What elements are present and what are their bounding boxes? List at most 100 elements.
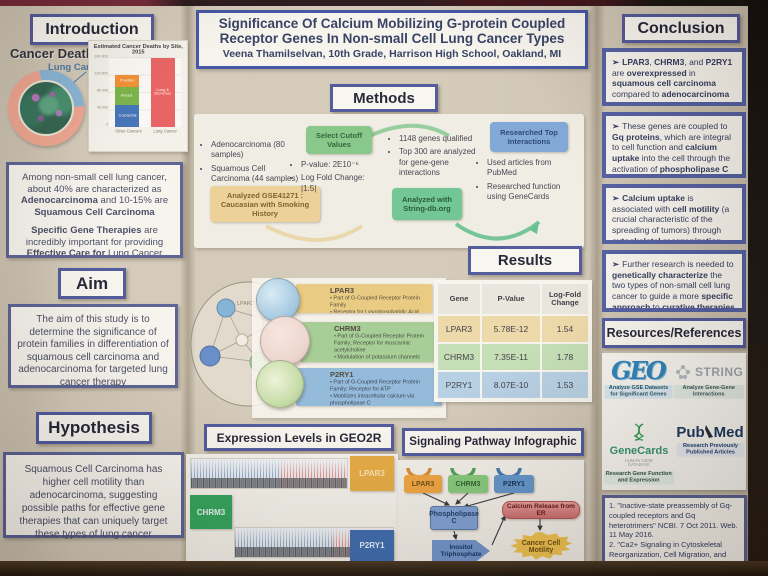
methods-header: Methods — [330, 84, 438, 112]
references-box: 1. "Inactive-state preassembly of Gq-cou… — [602, 495, 747, 565]
hypothesis-text-box: Squamous Cell Carcinoma has higher cell … — [3, 452, 184, 540]
introduction-paragraph-1: Among non-small cell lung cancer, about … — [20, 172, 169, 218]
bar-column: Lung & Bronchus — [151, 57, 175, 127]
pathway-node-plc: Phospholipase C — [429, 506, 479, 530]
network-label-lpar3: LPAR3 — [237, 301, 254, 307]
poster-title-box: Significance Of Calcium Mobilizing G-pro… — [196, 10, 588, 69]
bar-segment: Prostate — [115, 74, 139, 88]
chrm3-protein-image — [260, 316, 310, 366]
gene-band-p2ry1: P2RY1 Part of G-Coupled Receptor Protein… — [296, 368, 442, 406]
pie-donut — [8, 70, 84, 146]
pathway-card: LPAR3 CHRM3 P2RY1 Phospholipase C Inosit… — [398, 460, 584, 566]
pathway-node-ip3: Inositol Triphosphate — [432, 540, 490, 562]
conclusion-item-4: ➢Further research is needed to genetical… — [602, 250, 746, 312]
bar-segment-label: Prostate — [119, 78, 135, 83]
pathway-header: Signaling Pathway Infographic — [402, 428, 584, 456]
expression-plot-lpar3 — [190, 458, 348, 489]
table-row-chrm3: CHRM3 — [438, 344, 480, 370]
string-logo: STRING — [695, 365, 744, 379]
genecards-logo: GeneCards — [609, 445, 669, 458]
photo-background-right — [747, 0, 768, 576]
gene-band-lpar3: LPAR3 Part of G-Coupled Receptor Protein… — [296, 284, 432, 313]
introduction-paragraph-2: Specific Gene Therapies are incredibly i… — [25, 225, 164, 258]
hypothesis-header: Hypothesis — [36, 412, 152, 444]
gene-band-chrm3-bullets: Part of G-Coupled Receptor Protein Famil… — [334, 333, 438, 361]
genecards-sub: HUMAN GENE DATABASE — [624, 459, 654, 468]
expression-label-p2ry1: P2RY1 — [350, 530, 394, 561]
network-node-small — [235, 333, 249, 347]
bar-chart-y-axis: 160,000 120,000 80,000 40,000 0 — [94, 55, 108, 127]
pathway-node-p2ry1: P2RY1 — [494, 475, 534, 493]
poster-title-line1: Significance Of Calcium Mobilizing G-pro… — [218, 16, 566, 31]
geo-logo-cell: GEO Analyze GSE Datasets for Significant… — [604, 359, 672, 402]
bar-segment-label: Lung & Bronchus — [154, 88, 172, 97]
reference-2: 2. "Ca2+ Signaling in Cytoskeletal Reorg… — [609, 540, 727, 562]
table-header-lfc: Log-Fold Change — [542, 284, 588, 314]
arrow-bullet-icon: ➢ — [612, 57, 620, 67]
expression-card: LPAR3 CHRM3 P2RY1 — [186, 454, 398, 564]
bar-segment-label: Breast — [121, 94, 133, 99]
poster-fold-right — [589, 6, 605, 563]
conclusion-item-1: ➢LPAR3, CHRM3, and P2RY1 are overexpress… — [602, 48, 746, 106]
genecards-caption: Research Gene Function and Expression — [604, 471, 674, 485]
bar-segment: Breast — [115, 87, 139, 106]
arrow-bullet-icon: ➢ — [612, 259, 620, 269]
table-header-gene: Gene — [438, 284, 480, 314]
bar-segment-label: Colorectal — [118, 113, 136, 118]
methods-cutoff-list: P-value: 2E10⁻⁶ Log Fold Change: |1.5| — [292, 160, 376, 197]
conclusion-item-2: ➢These genes are coupled to Gq proteins,… — [602, 112, 746, 178]
pubmed-swoosh-icon — [704, 425, 713, 438]
methods-string-box: Analyzed with String-db.org — [392, 188, 462, 220]
table-row-p2ry1: P2RY1 — [438, 372, 480, 398]
results-table: Gene P-Value Log-Fold Change LPAR3 5.78E… — [434, 280, 592, 402]
arrow-bullet-icon: ➢ — [612, 121, 620, 131]
methods-qualified-list: 1148 genes qualified Top 300 are analyze… — [390, 134, 478, 182]
geo-caption: Analyze GSE Datasets for Significant Gen… — [604, 385, 672, 399]
aim-text-box: The aim of this study is to determine th… — [8, 304, 178, 388]
dna-icon — [633, 423, 645, 441]
network-node-blue — [199, 345, 221, 367]
methods-research-list: Used articles from PubMed Researched fun… — [478, 158, 570, 206]
bar-chart-card: Estimated Cancer Deaths by Site, 2015 16… — [88, 40, 188, 152]
resources-logos-card: GEO Analyze GSE Datasets for Significant… — [602, 353, 746, 490]
pathway-node-calcium: Calcium Release from ER — [502, 501, 580, 519]
pubmed-caption: Research Previously Published Articles — [676, 443, 744, 457]
pie-chart-title: Cancer Deaths — [10, 46, 102, 61]
gene-band-p2ry1-bullets: Part of G-Coupled Receptor Protein Famil… — [330, 379, 438, 406]
bar-segment: Colorectal — [115, 105, 139, 127]
methods-cutoff-box: Select Cutoff Values — [306, 126, 372, 154]
table-row-lpar3: LPAR3 — [438, 316, 480, 342]
geo-logo: GEO — [611, 356, 667, 385]
table-header-pvalue: P-Value — [482, 284, 540, 314]
expression-label-chrm3: CHRM3 — [190, 495, 232, 529]
trifold-poster: Introduction Cancer Deaths Lung Cancer E… — [0, 6, 748, 566]
pie-callout-label: Lung Cancer — [48, 62, 107, 73]
reference-1: 1. "Inactive-state preassembly of Gq-cou… — [609, 501, 738, 540]
arrow-bullet-icon: ➢ — [612, 193, 620, 203]
poster-title-line2: Receptor Genes In Non-small Cell Lung Ca… — [219, 31, 565, 46]
conclusion-item-3: ➢Calcium uptake is associated with cell … — [602, 184, 746, 244]
p2ry1-protein-image — [256, 360, 304, 408]
introduction-text-box: Among non-small cell lung cancer, about … — [6, 162, 183, 258]
pathway-node-lpar3: LPAR3 — [404, 475, 442, 493]
conclusion-header: Conclusion — [622, 14, 740, 43]
expression-label-lpar3: LPAR3 — [350, 456, 394, 491]
methods-card: Adenocarcinoma (80 samples) Squamous Cel… — [194, 114, 584, 248]
methods-top-box: Researched Top Interactions — [490, 122, 568, 152]
methods-flow-arrows — [265, 123, 541, 242]
aim-header: Aim — [58, 268, 126, 299]
photo-background-top — [0, 0, 768, 9]
resources-header: Resources/References — [602, 318, 746, 348]
bar-column: Colorectal Breast Prostate — [115, 74, 139, 127]
bar-segment: Lung & Bronchus — [151, 57, 175, 127]
poster-byline: Veena Thamilselvan, 10th Grade, Harrison… — [222, 48, 562, 60]
string-caption: Analyze Gene-Gene Interactions — [674, 385, 744, 399]
string-network-icon — [675, 364, 690, 379]
pathway-node-chrm3: CHRM3 — [448, 475, 488, 493]
microscopy-image — [18, 80, 74, 136]
bar-chart-x-axis: Other Cancers Lung Cancer — [115, 129, 177, 135]
